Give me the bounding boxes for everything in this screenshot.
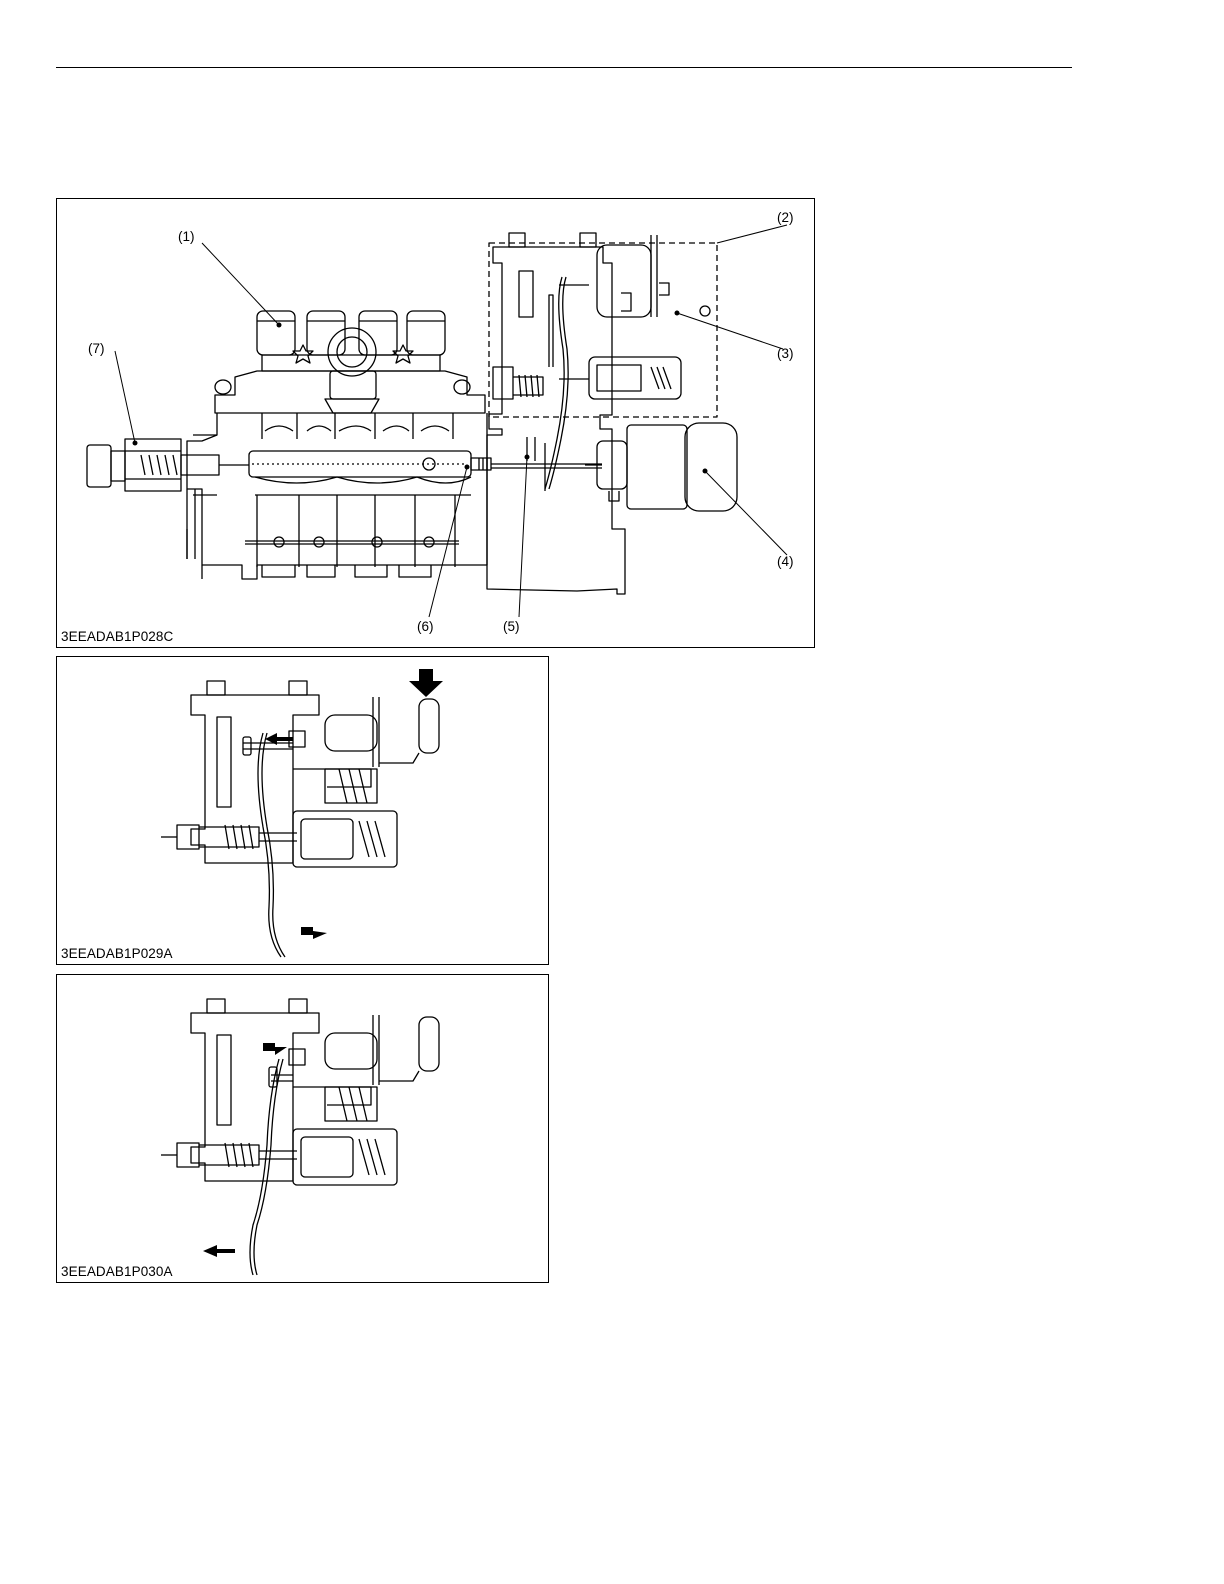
governor-stop-drawing	[57, 657, 548, 964]
governor-housing	[161, 681, 439, 867]
arrow-down-icon	[409, 669, 443, 697]
stop-solenoid	[585, 423, 737, 511]
figure-injection-pump: (1) (2) (3) (4) (5) (6) (7) 3EEADAB1P028…	[56, 198, 815, 648]
callout-1: (1)	[178, 230, 195, 244]
governor-run-drawing	[57, 975, 548, 1282]
callout-2: (2)	[777, 211, 794, 225]
injection-pump-drawing	[57, 199, 814, 647]
callout-5: (5)	[503, 620, 520, 634]
idle-limiter-assembly	[87, 435, 249, 495]
figure-governor-stop: 3EEADAB1P029A	[56, 656, 549, 965]
callout-4: (4)	[777, 555, 794, 569]
arrow-left-icon	[203, 1245, 235, 1257]
figure-governor-run: 3EEADAB1P030A	[56, 974, 549, 1283]
arrow-right-icon	[263, 1043, 287, 1055]
figure-code: 3EEADAB1P028C	[61, 629, 173, 644]
governor-link	[545, 277, 564, 489]
figure-code: 3EEADAB1P030A	[61, 1264, 173, 1279]
callout-7: (7)	[88, 342, 105, 356]
governor-housing	[487, 233, 710, 594]
arrow-right-icon	[301, 927, 327, 939]
governor-housing	[161, 999, 439, 1185]
callout-3: (3)	[777, 347, 794, 361]
delivery-valve-holders	[257, 311, 445, 371]
callout-6: (6)	[417, 620, 434, 634]
leader-lines	[115, 225, 787, 617]
figure-code: 3EEADAB1P029A	[61, 946, 173, 961]
header-rule	[56, 67, 1072, 68]
